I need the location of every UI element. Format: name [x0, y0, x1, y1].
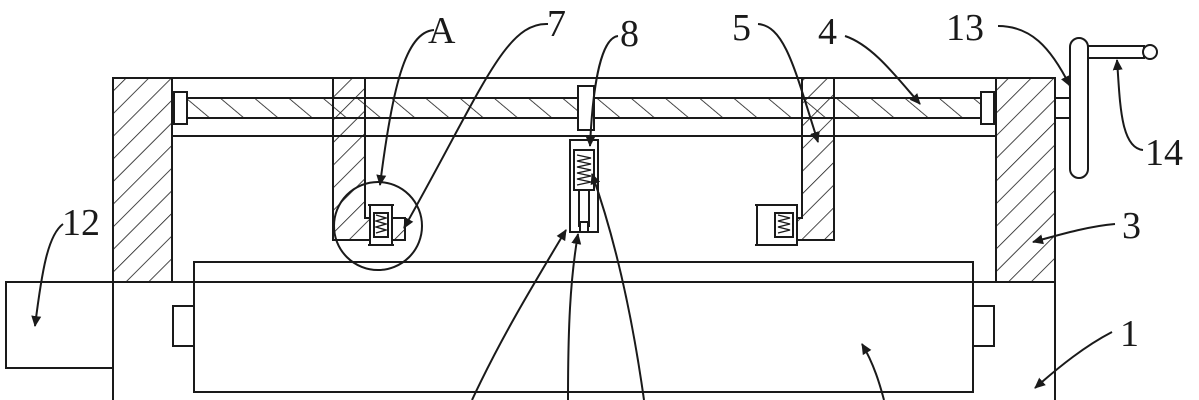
motor-box	[5, 281, 114, 369]
right-roller-block	[755, 204, 798, 246]
leader-8	[585, 35, 619, 147]
label-4: 4	[818, 11, 837, 53]
label-a: A	[428, 10, 456, 52]
label-12: 12	[62, 202, 100, 244]
leader-lower-2	[567, 233, 582, 400]
leader-lower-3	[590, 173, 645, 400]
leader-14	[1112, 59, 1144, 151]
center-spring-probe	[569, 85, 599, 233]
leader-lower-1	[471, 229, 567, 400]
leader-4	[844, 35, 921, 105]
left-bearing	[173, 91, 188, 125]
roller-left-journal	[172, 305, 195, 347]
roller-right-journal	[972, 305, 995, 347]
leader-1	[1034, 331, 1113, 389]
label-8: 8	[620, 13, 639, 55]
leader-5	[757, 23, 820, 143]
leader-lines	[31, 22, 1144, 400]
base-frame	[112, 281, 1056, 400]
label-1: 1	[1120, 313, 1139, 355]
crank-handle	[1069, 37, 1158, 179]
leader-a	[376, 29, 435, 186]
right-wall-hatch	[997, 79, 1054, 281]
top-frame	[112, 77, 1056, 283]
label-3: 3	[1122, 205, 1141, 247]
right-bearing	[980, 91, 995, 125]
main-roller	[172, 261, 995, 393]
label-7: 7	[547, 3, 566, 45]
label-5: 5	[732, 7, 751, 49]
leader-12	[31, 223, 64, 327]
leader-lower-4	[861, 343, 885, 400]
label-14: 14	[1145, 132, 1183, 174]
leader-13	[997, 25, 1071, 87]
callout-labels: A 7 8 5 4 13 14 12 3 1	[62, 3, 1183, 355]
leader-3	[1032, 223, 1116, 245]
left-roller-block	[368, 204, 394, 246]
left-wall-hatch	[114, 79, 171, 281]
right-slider-arm	[755, 77, 835, 246]
leader-7	[403, 22, 549, 229]
label-13: 13	[946, 7, 984, 49]
